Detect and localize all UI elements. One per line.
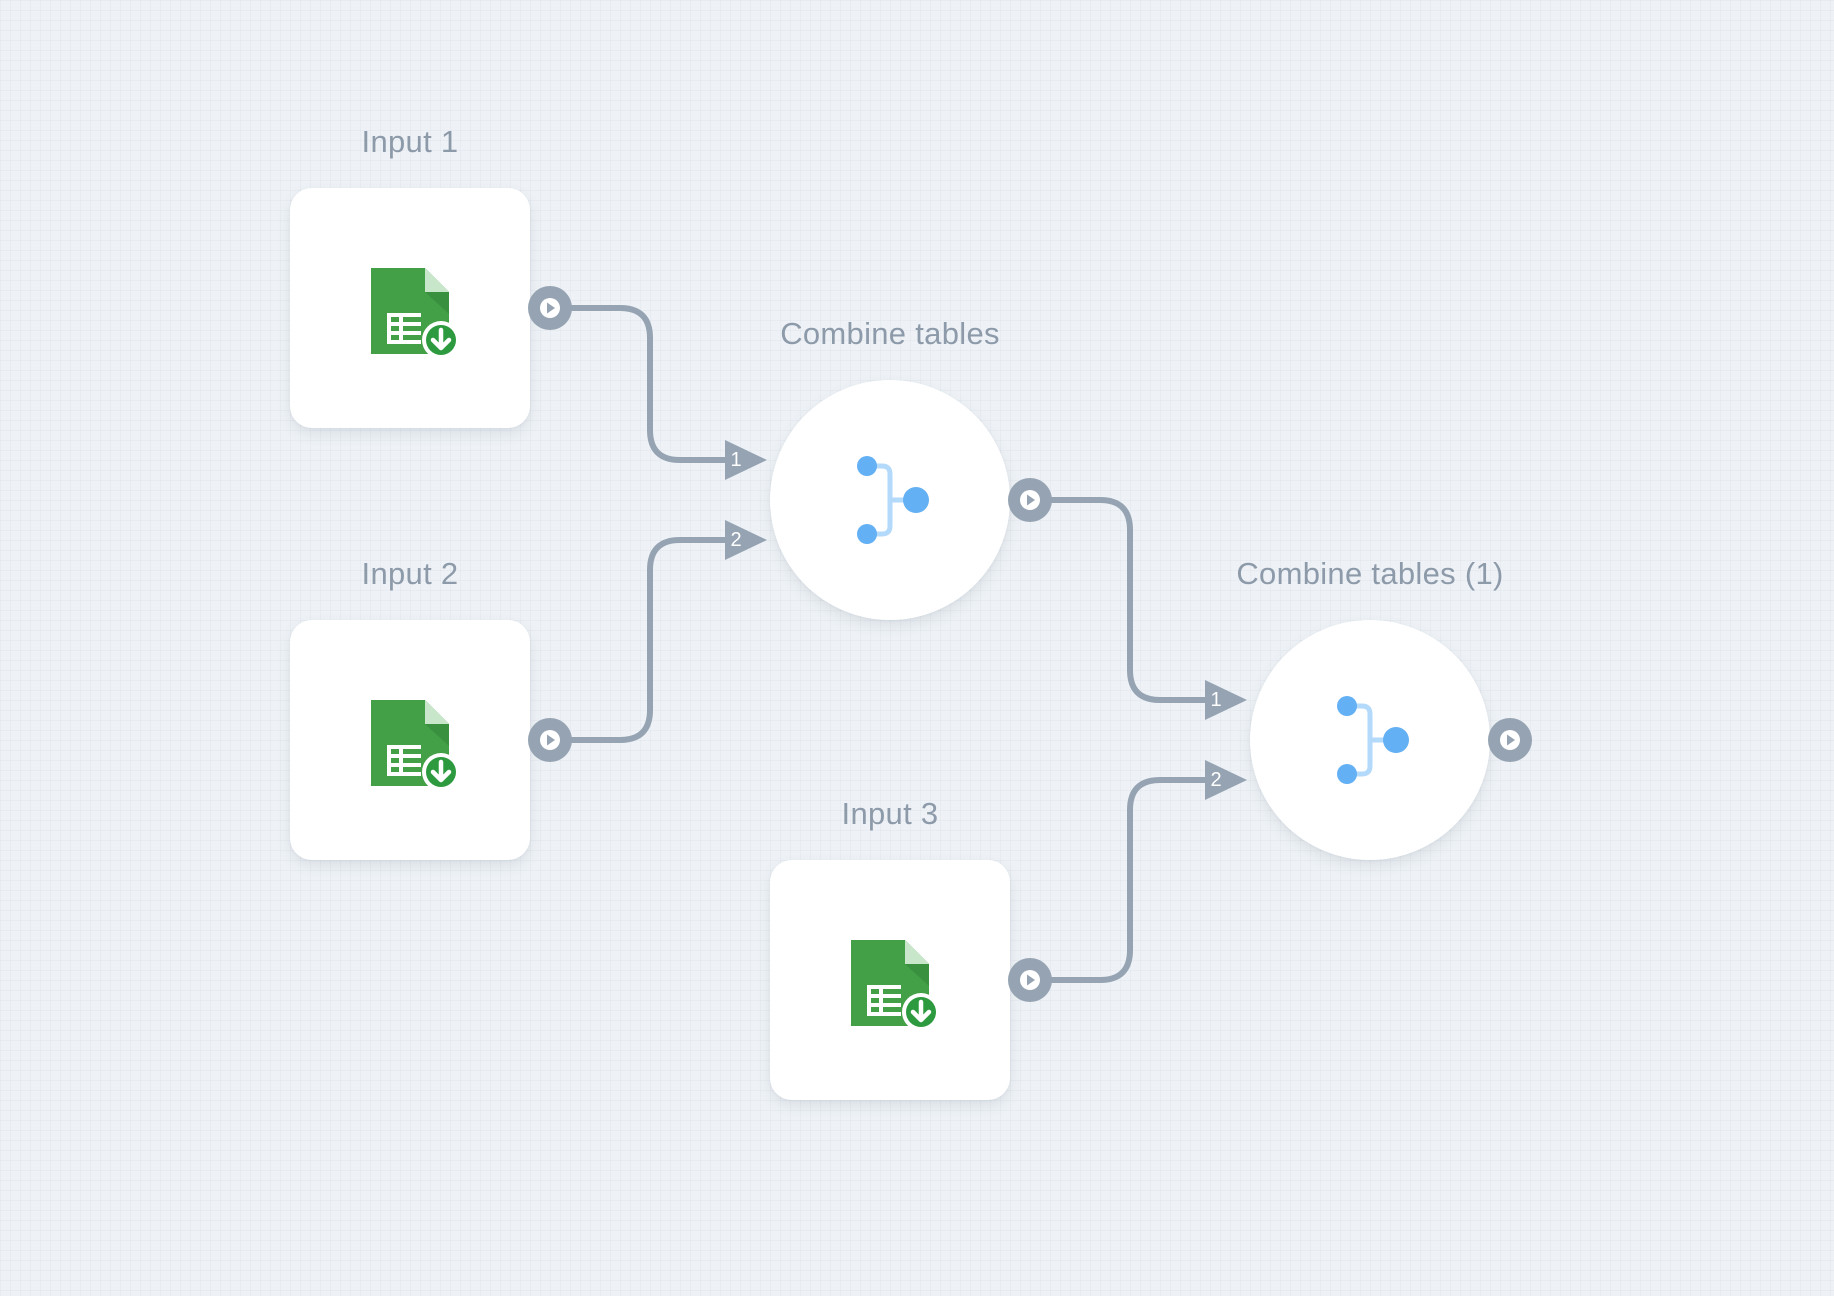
play-arrow-icon: [1020, 490, 1040, 510]
input-arrow-icon: [1205, 760, 1247, 800]
play-arrow-icon: [540, 298, 560, 318]
node-label-combine-tables: Combine tables: [780, 316, 1000, 351]
input-port-combine-tables-1[interactable]: 1: [723, 438, 767, 482]
merge-icon: [1337, 696, 1409, 784]
play-arrow-icon: [1020, 970, 1040, 990]
input-node-2[interactable]: [290, 620, 530, 860]
output-port-input-3[interactable]: [1008, 958, 1052, 1002]
node-label-input-3: Input 3: [841, 796, 939, 831]
input-arrow-icon: [725, 520, 767, 560]
output-port-input-2[interactable]: [528, 718, 572, 762]
output-port-combine-tables[interactable]: [1008, 478, 1052, 522]
input-node-1[interactable]: [290, 188, 530, 428]
node-label-input-1: Input 1: [361, 124, 459, 159]
spreadsheet-download-icon: [371, 700, 460, 790]
combine-tables-1-node[interactable]: [1250, 620, 1490, 860]
input-node-3[interactable]: [770, 860, 1010, 1100]
output-port-combine-tables-1[interactable]: [1488, 718, 1532, 762]
combine-tables-node[interactable]: [770, 380, 1010, 620]
input-arrow-icon: [1205, 680, 1247, 720]
connection-input-3-to-combine-tables-1: [1049, 777, 1218, 983]
connection-combine-tables-to-combine-tables-1: [1049, 497, 1218, 703]
spreadsheet-download-icon: [851, 940, 940, 1030]
connection-input-2-to-combine-tables: [569, 537, 738, 743]
input-port-combine-tables-1-1[interactable]: 1: [1203, 678, 1247, 722]
spreadsheet-download-icon: [371, 268, 460, 358]
merge-icon: [857, 456, 929, 544]
port-number: 2: [730, 529, 742, 551]
play-arrow-icon: [1500, 730, 1520, 750]
input-port-combine-tables-2[interactable]: 2: [723, 518, 767, 562]
port-number: 1: [730, 449, 742, 471]
play-arrow-icon: [540, 730, 560, 750]
port-number: 2: [1210, 769, 1222, 791]
input-port-combine-tables-1-2[interactable]: 2: [1203, 758, 1247, 802]
port-number: 1: [1210, 689, 1222, 711]
output-port-input-1[interactable]: [528, 286, 572, 330]
input-arrow-icon: [725, 440, 767, 480]
node-label-combine-tables-1: Combine tables (1): [1236, 556, 1504, 591]
node-label-input-2: Input 2: [361, 556, 459, 591]
